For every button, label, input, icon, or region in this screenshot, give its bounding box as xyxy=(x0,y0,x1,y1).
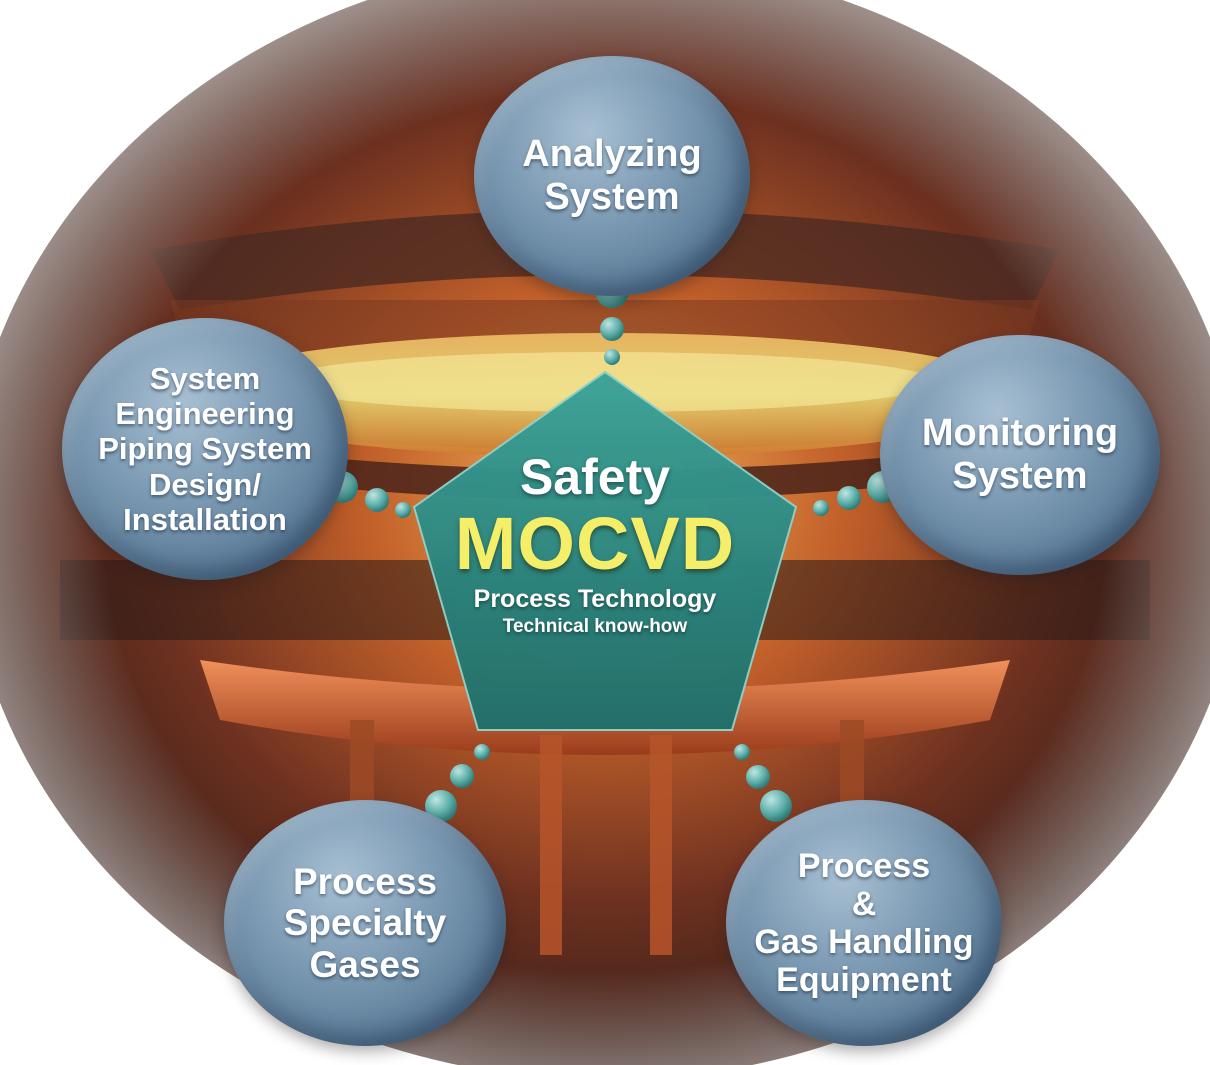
node-monitoring-system: Monitoring System xyxy=(880,335,1160,575)
node-gas-handling-equipment: Process & Gas Handling Equipment xyxy=(726,800,1002,1046)
node-process-specialty-gases: Process Specialty Gases xyxy=(224,800,506,1046)
node-engineering-line-1: System xyxy=(149,361,261,397)
center-pentagon xyxy=(412,370,798,731)
node-equipment-line-2: & xyxy=(851,884,877,923)
node-engineering-line-4: Design/ xyxy=(149,466,261,502)
center-know-how-text: Technical know-how xyxy=(502,616,688,638)
node-analyzing-system: Analyzing System xyxy=(474,56,750,296)
node-equipment-line-3: Gas Handling xyxy=(754,923,974,961)
node-system-engineering: System Engineering Piping System Design/… xyxy=(62,318,348,580)
node-equipment-line-4: Equipment xyxy=(776,961,952,1000)
center-process-technology-text: Process Technology xyxy=(473,584,717,613)
node-engineering-line-2: Engineering xyxy=(115,396,295,432)
node-monitoring-line-2: System xyxy=(952,455,1088,497)
center-mocvd-text: MOCVD xyxy=(454,502,736,585)
node-engineering-line-5: Installation xyxy=(123,501,287,537)
node-gases-line-2: Specialty xyxy=(283,902,447,944)
center-safety-text: Safety xyxy=(519,449,671,505)
node-analyzing-line-2: System xyxy=(544,176,680,218)
node-engineering-line-3: Piping System xyxy=(98,431,312,467)
node-analyzing-line-1: Analyzing xyxy=(522,133,702,176)
node-equipment-line-1: Process xyxy=(797,846,931,885)
node-gases-line-1: Process xyxy=(293,860,437,902)
center-label: Safety MOCVD Process Technology Technica… xyxy=(420,450,770,640)
node-gases-line-3: Gases xyxy=(309,943,421,985)
node-monitoring-line-1: Monitoring xyxy=(921,412,1119,455)
